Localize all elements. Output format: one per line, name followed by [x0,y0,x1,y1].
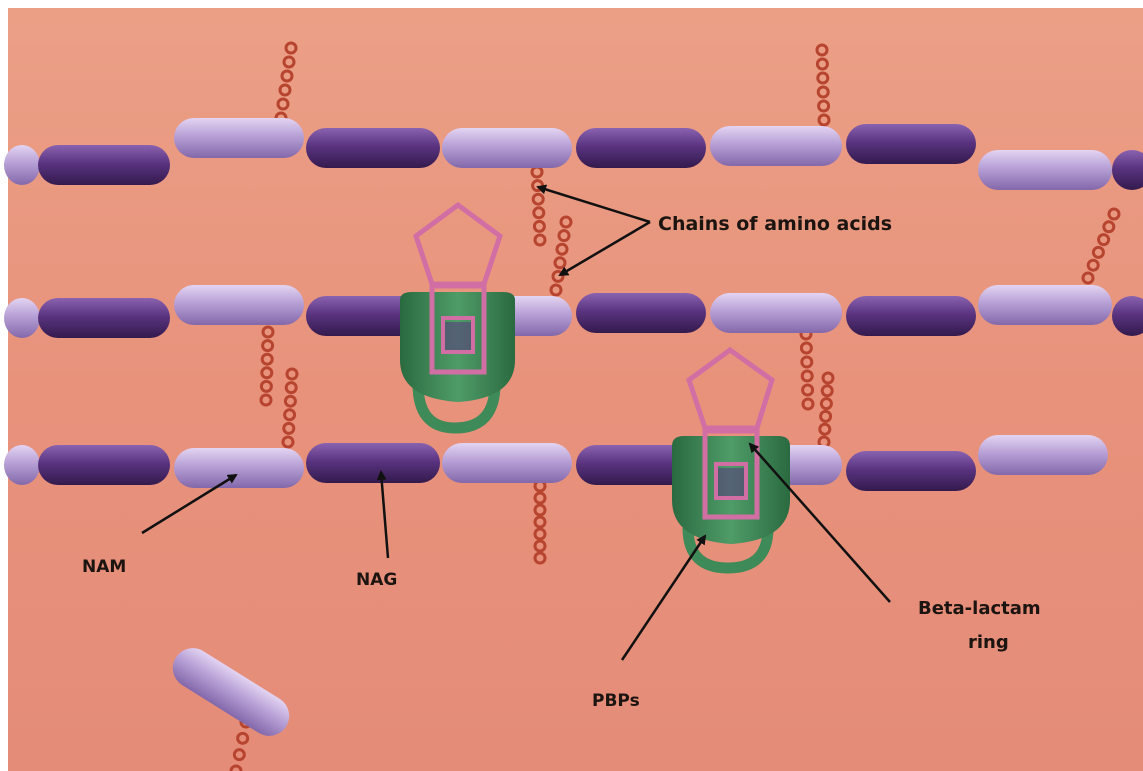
nag-sugar [306,128,440,168]
label-pbps: PBPs [592,691,640,711]
nam-sugar [4,145,40,185]
nag-sugar [38,445,170,485]
nam-sugar [174,448,304,488]
nag-sugar [846,296,976,336]
nam-sugar [442,128,572,168]
label-nam: NAM [82,557,126,577]
label-chains-of-amino-acids: Chains of amino acids [658,213,892,235]
nag-sugar [846,451,976,491]
label-nag: NAG [356,570,397,590]
nam-sugar [710,293,842,333]
nag-sugar [576,128,706,168]
nam-sugar [4,445,40,485]
nam-sugar [978,285,1112,325]
nam-sugar [4,298,40,338]
nag-sugar [38,298,170,338]
nag-sugar [576,293,706,333]
nam-sugar [174,285,304,325]
nam-sugar [978,435,1108,475]
nag-sugar [306,443,440,483]
nag-sugar [38,145,170,185]
nag-sugar [846,124,976,164]
label-beta-lactam-line1: Beta-lactam [918,598,1041,619]
nam-sugar [710,126,842,166]
nam-sugar [442,443,572,483]
label-beta-lactam-line2: ring [968,632,1009,653]
nam-sugar [174,118,304,158]
nam-sugar [978,150,1112,190]
